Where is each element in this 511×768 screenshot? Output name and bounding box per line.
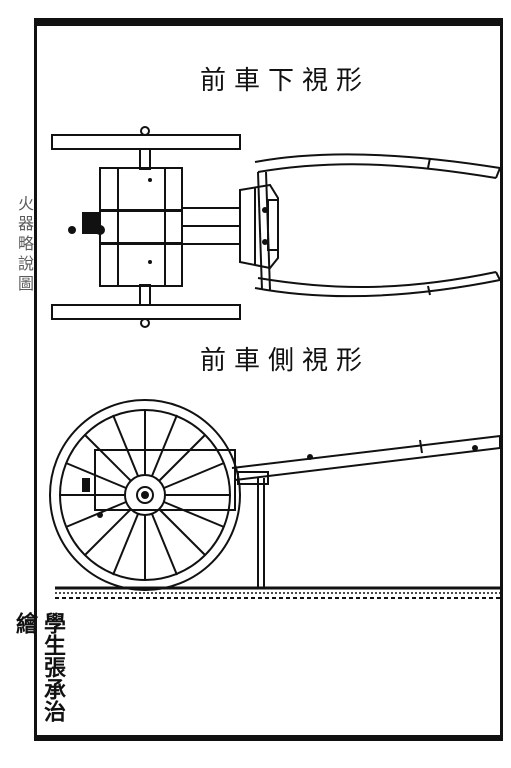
student-credit: 學生張承治繪 [12, 612, 66, 722]
page-border-left [34, 18, 37, 741]
page-border-bottom [34, 735, 503, 741]
wheel-spokes [60, 410, 230, 580]
spine-caption: 火器略說圖 [15, 195, 34, 295]
wheel-rim-outer [49, 399, 241, 591]
side-view-title: 前車側視形 [199, 346, 370, 376]
ammo-box-middle [99, 210, 183, 244]
page-border-top [34, 18, 503, 26]
ammo-box-bottom [99, 243, 183, 287]
ammo-box-top [99, 167, 183, 211]
shaft-upper [254, 153, 501, 169]
rear-axle-beam [51, 304, 241, 320]
top-view-fittings [68, 178, 268, 264]
ground-strip [55, 586, 500, 599]
front-axle-beam [51, 134, 241, 150]
pole-bracket [239, 183, 279, 270]
side-view-fittings [82, 445, 478, 518]
side-view-drawing [49, 399, 501, 591]
top-view-title: 前車下視形 [199, 66, 370, 96]
top-view-drawing [51, 126, 501, 328]
shaft-lower [254, 279, 501, 298]
page-border-right [500, 18, 503, 741]
pole-side [231, 434, 501, 481]
